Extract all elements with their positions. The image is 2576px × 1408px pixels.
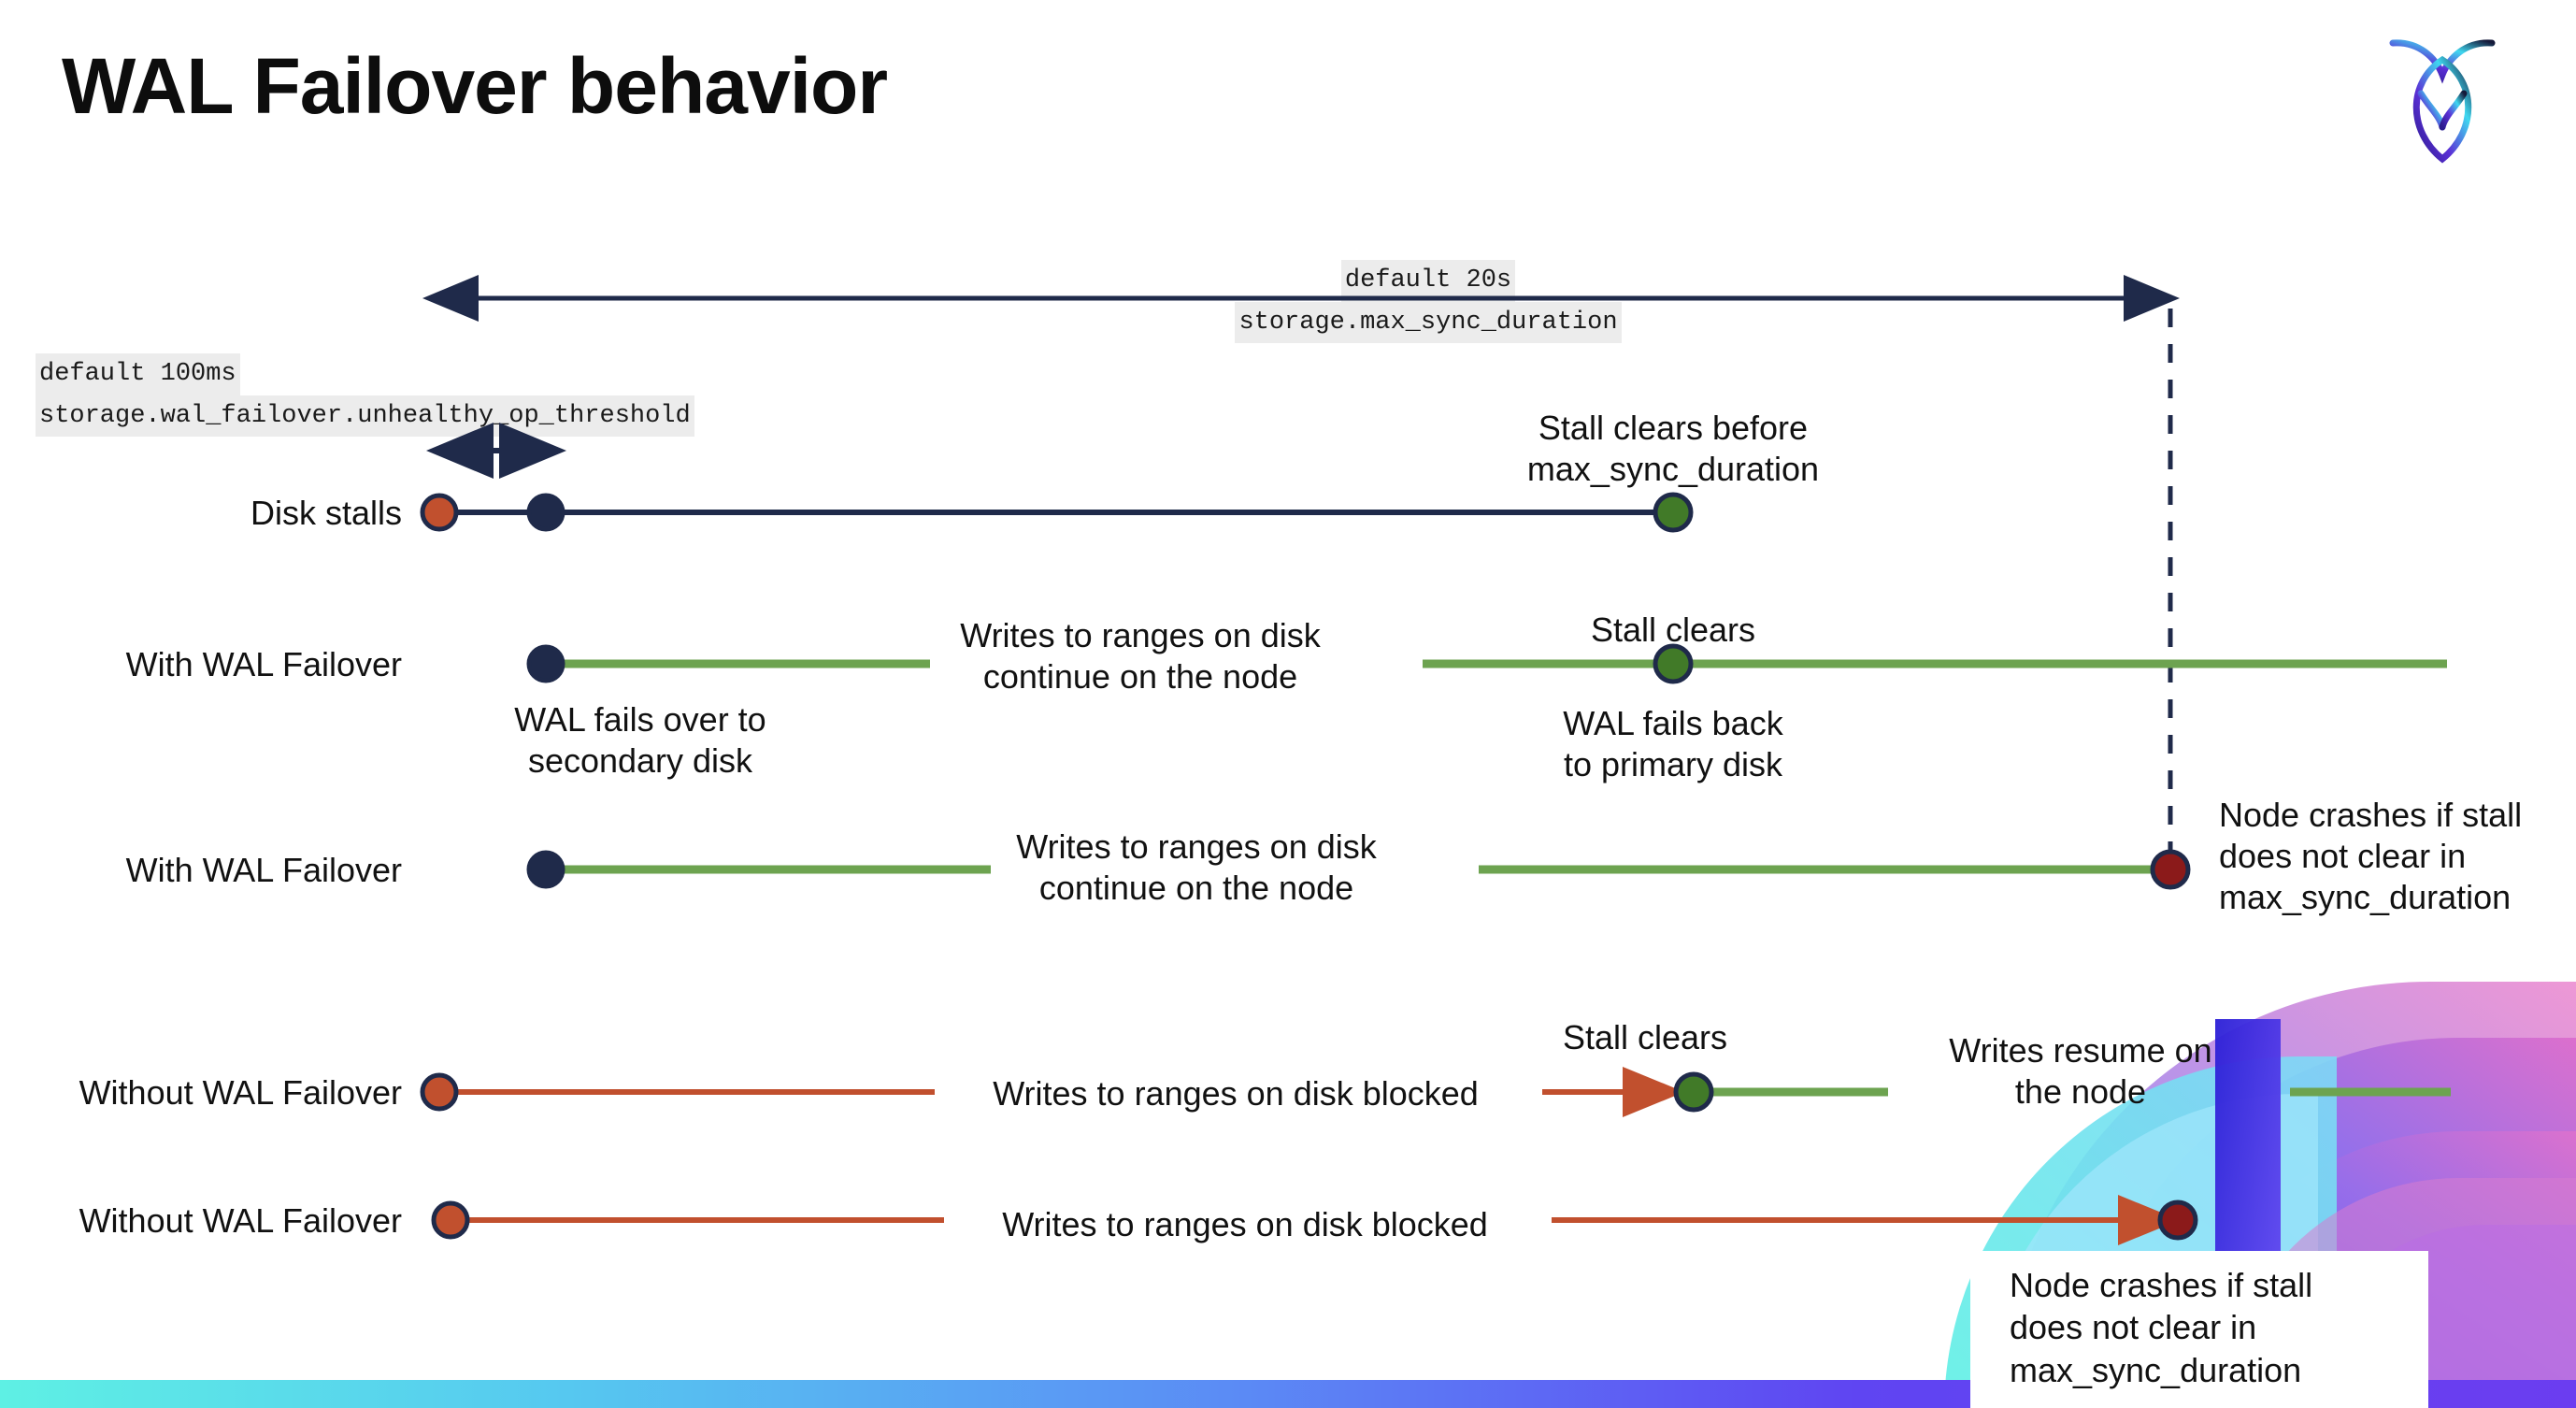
stall-clear-marker <box>1673 1071 1714 1113</box>
caption-stall-clears-before-max: Stall clears before max_sync_duration <box>1526 409 1820 488</box>
caption-writes-blocked-2: Writes to ranges on disk blocked <box>1002 1205 1488 1243</box>
stall-clear-marker <box>1653 643 1694 684</box>
unhealthy-op-setting-name: storage.wal_failover.unhealthy_op_thresh… <box>36 395 694 437</box>
caption-stall-clears-2: Stall clears <box>1562 1018 1728 1056</box>
row-label-disk-stalls: Disk stalls <box>250 494 402 532</box>
failover-marker <box>526 850 565 889</box>
caption-node-crashes-2: Node crashes if stall does not clear in … <box>2010 1266 2313 1389</box>
unhealthy-op-threshold-annotation: default 100ms storage.wal_failover.unhea… <box>36 353 694 437</box>
node-crash-marker <box>2157 1200 2198 1241</box>
without-wal-failover-2-timeline <box>431 1195 2198 1245</box>
caption-writes-continue-2: Writes to ranges on disk continue on the… <box>1016 827 1377 907</box>
row-label-without-wal-failover-1: Without WAL Failover <box>79 1073 402 1112</box>
caption-stall-clears-1: Stall clears <box>1590 611 1756 649</box>
with-wal-failover-2-timeline <box>526 849 2191 890</box>
row-label-with-wal-failover-1: With WAL Failover <box>125 645 402 683</box>
failover-marker <box>526 493 565 532</box>
stall-start-marker <box>420 1072 459 1112</box>
caption-node-crashes-1: Node crashes if stall does not clear in … <box>2219 796 2523 916</box>
stall-start-marker <box>420 493 459 532</box>
node-crash-callout-box <box>1970 1251 2428 1408</box>
unhealthy-op-default-value: default 100ms <box>36 353 240 395</box>
caption-writes-continue-1: Writes to ranges on disk continue on the… <box>960 616 1321 696</box>
node-crash-marker <box>2150 849 2191 890</box>
failover-marker <box>526 644 565 683</box>
disk-stalls-timeline <box>420 492 1694 533</box>
stall-start-marker <box>431 1200 470 1240</box>
caption-writes-resume: Writes resume on the node <box>1949 1031 2212 1111</box>
with-wal-failover-1-timeline <box>526 643 2447 684</box>
row-label-without-wal-failover-2: Without WAL Failover <box>79 1201 402 1240</box>
without-wal-failover-1-timeline <box>420 1067 2451 1117</box>
caption-wal-fails-back: WAL fails back to primary disk <box>1563 704 1783 783</box>
caption-wal-fails-over: WAL fails over to secondary disk <box>514 700 766 780</box>
cockroachdb-logo <box>2382 26 2503 166</box>
row-label-with-wal-failover-2: With WAL Failover <box>125 851 402 889</box>
caption-writes-blocked-1: Writes to ranges on disk blocked <box>993 1074 1479 1113</box>
page-title: WAL Failover behavior <box>62 42 888 130</box>
stall-clear-marker <box>1653 492 1694 533</box>
